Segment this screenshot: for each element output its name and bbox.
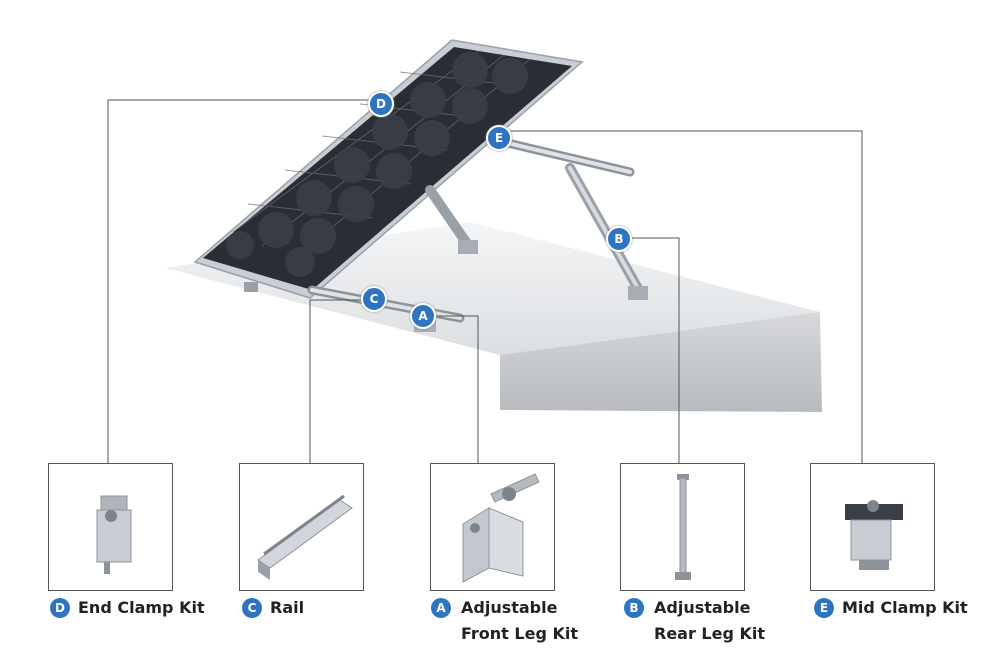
callout-marker-a: A <box>410 303 436 329</box>
badge-e: E <box>814 598 834 618</box>
end-clamp-kit-image <box>48 463 173 591</box>
caption-front-leg-line1: Adjustable <box>461 598 558 617</box>
caption-end-clamp-kit-label: End Clamp Kit <box>78 598 205 617</box>
mount-frame <box>244 135 648 332</box>
caption-adjustable-rear-leg-kit: B Adjustable Rear Leg Kit <box>624 595 765 647</box>
badge-c: C <box>242 598 262 618</box>
callout-marker-e: E <box>486 125 512 151</box>
mid-clamp-kit-image <box>810 463 935 591</box>
callout-marker-c: C <box>361 286 387 312</box>
caption-front-leg-line2: Front Leg Kit <box>461 624 578 643</box>
caption-mid-clamp-kit: E Mid Clamp Kit <box>814 595 968 621</box>
caption-rail-label: Rail <box>270 598 305 617</box>
solar-panel <box>193 39 584 299</box>
rail-image <box>239 463 364 591</box>
adjustable-rear-leg-kit-image <box>620 463 745 591</box>
badge-b: B <box>624 598 644 618</box>
leader-lines <box>107 99 863 463</box>
caption-mid-clamp-kit-label: Mid Clamp Kit <box>842 598 968 617</box>
callout-marker-b: B <box>606 226 632 252</box>
callout-marker-d: D <box>368 91 394 117</box>
caption-rear-leg-line2: Rear Leg Kit <box>654 624 766 643</box>
badge-d: D <box>50 598 70 618</box>
caption-adjustable-front-leg-kit: A Adjustable Front Leg Kit <box>431 595 578 647</box>
caption-rail: C Rail <box>242 595 304 621</box>
adjustable-front-leg-kit-image <box>430 463 555 591</box>
caption-rear-leg-line1: Adjustable <box>654 598 751 617</box>
caption-end-clamp-kit: D End Clamp Kit <box>50 595 205 621</box>
badge-a: A <box>431 598 451 618</box>
